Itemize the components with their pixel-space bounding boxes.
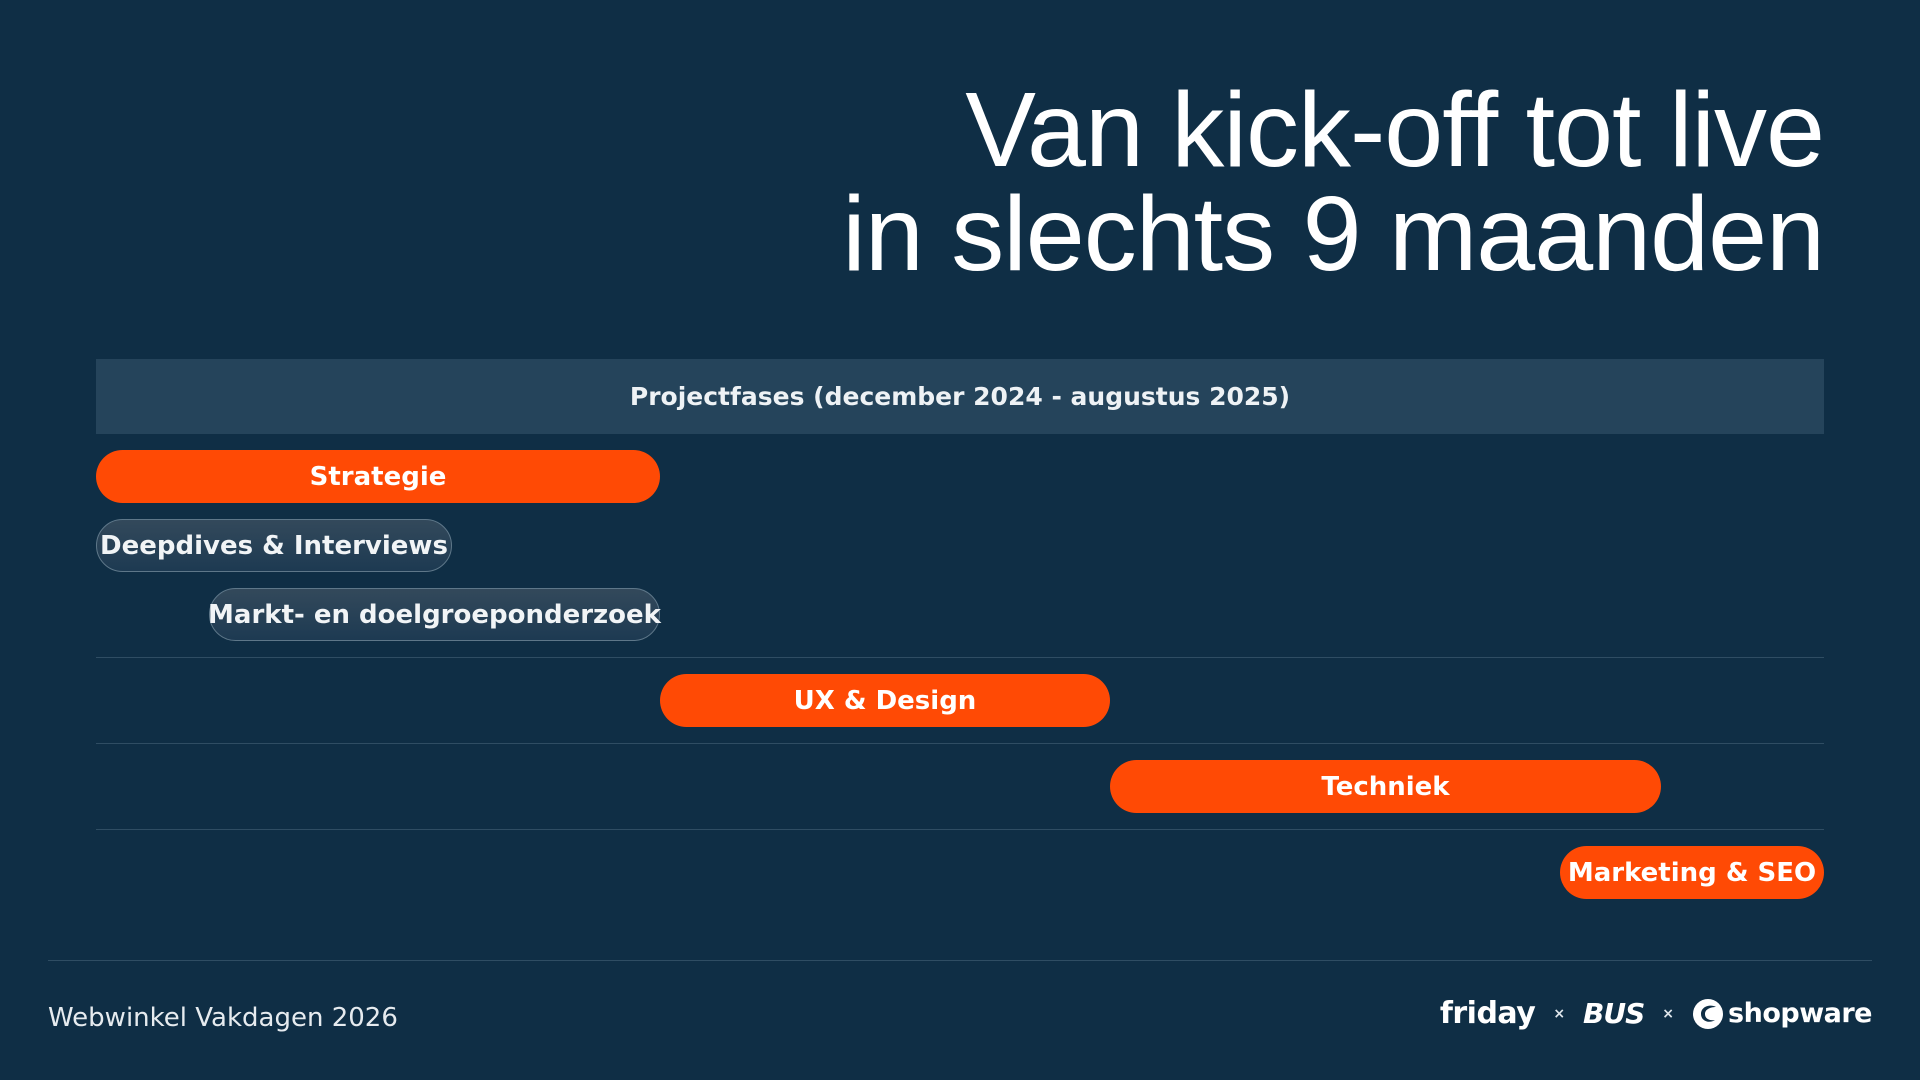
logo-separator: × [1662, 1005, 1675, 1022]
phase-bar-techniek: Techniek [1110, 760, 1661, 813]
row-divider [96, 657, 1824, 658]
partner-logos: friday × BUS × shopware [1439, 996, 1873, 1031]
footer-divider [48, 960, 1872, 961]
row-divider [96, 743, 1824, 744]
bus-logo: BUS [1583, 997, 1645, 1030]
title-line-1: Van kick-off tot live [965, 71, 1825, 189]
title-line-2: in slechts 9 maanden [842, 175, 1825, 293]
timeline-header: Projectfases (december 2024 - augustus 2… [96, 359, 1824, 434]
logo-separator: × [1553, 1005, 1566, 1022]
shopware-icon [1693, 998, 1724, 1029]
phase-bar-ux-design: UX & Design [660, 674, 1110, 727]
footer-event-name: Webwinkel Vakdagen 2026 [48, 1003, 398, 1033]
page-title: Van kick-off tot live in slechts 9 maand… [842, 71, 1825, 293]
shopware-wordmark: shopware [1728, 998, 1872, 1029]
phase-bar-marktonderzoek: Markt- en doelgroeponderzoek [208, 588, 661, 641]
row-divider [96, 829, 1824, 830]
phase-bar-marketing-seo: Marketing & SEO [1560, 846, 1824, 899]
phase-bar-strategie: Strategie [96, 450, 660, 503]
friday-logo: friday [1439, 996, 1536, 1031]
shopware-logo: shopware [1692, 998, 1872, 1030]
phase-bar-deepdives: Deepdives & Interviews [96, 519, 452, 572]
